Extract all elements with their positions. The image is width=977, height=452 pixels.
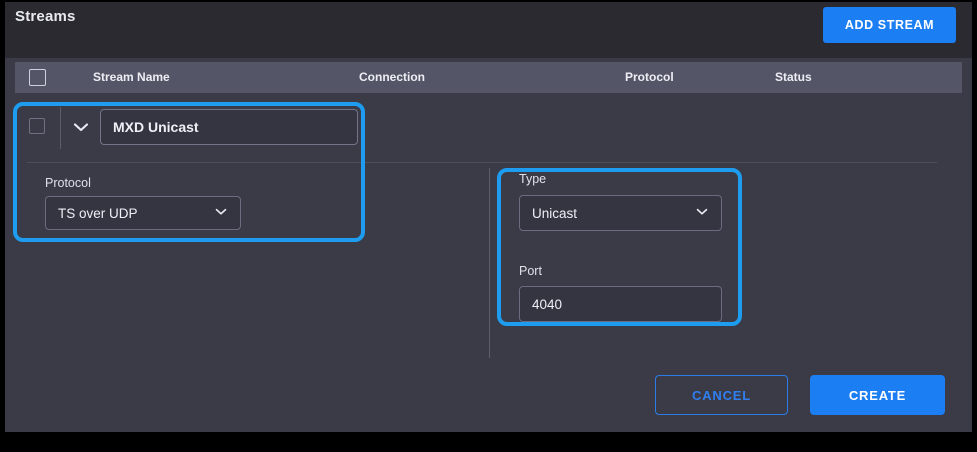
- cancel-button[interactable]: CANCEL: [655, 375, 788, 415]
- create-button[interactable]: CREATE: [810, 375, 945, 415]
- protocol-label: Protocol: [45, 176, 91, 190]
- chevron-down-icon[interactable]: [69, 115, 93, 139]
- column-header-protocol[interactable]: Protocol: [625, 70, 674, 84]
- stream-row: [15, 97, 962, 157]
- stream-name-input[interactable]: [100, 109, 358, 145]
- column-header-connection[interactable]: Connection: [359, 70, 425, 84]
- protocol-select-value: TS over UDP: [58, 205, 138, 221]
- row-divider: [60, 107, 61, 149]
- page-header: Streams ADD STREAM: [5, 2, 972, 58]
- port-input[interactable]: [519, 286, 722, 322]
- port-label: Port: [519, 264, 542, 278]
- type-label: Type: [519, 172, 547, 186]
- select-all-checkbox[interactable]: [29, 69, 46, 86]
- form-divider-horizontal: [27, 162, 937, 163]
- form-divider-vertical: [489, 168, 490, 358]
- protocol-select[interactable]: TS over UDP: [45, 196, 241, 230]
- column-header-status[interactable]: Status: [775, 70, 812, 84]
- type-select-value: Unicast: [532, 205, 578, 221]
- page-title: Streams: [15, 8, 76, 25]
- row-select-checkbox[interactable]: [29, 118, 45, 134]
- column-header-stream-name[interactable]: Stream Name: [93, 70, 170, 84]
- chevron-down-icon: [212, 203, 230, 224]
- streams-panel: Streams ADD STREAM Stream Name Connectio…: [5, 2, 972, 432]
- table-header-row: Stream Name Connection Protocol Status: [15, 62, 962, 93]
- chevron-down-icon: [693, 203, 711, 224]
- add-stream-button[interactable]: ADD STREAM: [823, 7, 956, 43]
- type-select[interactable]: Unicast: [519, 195, 722, 231]
